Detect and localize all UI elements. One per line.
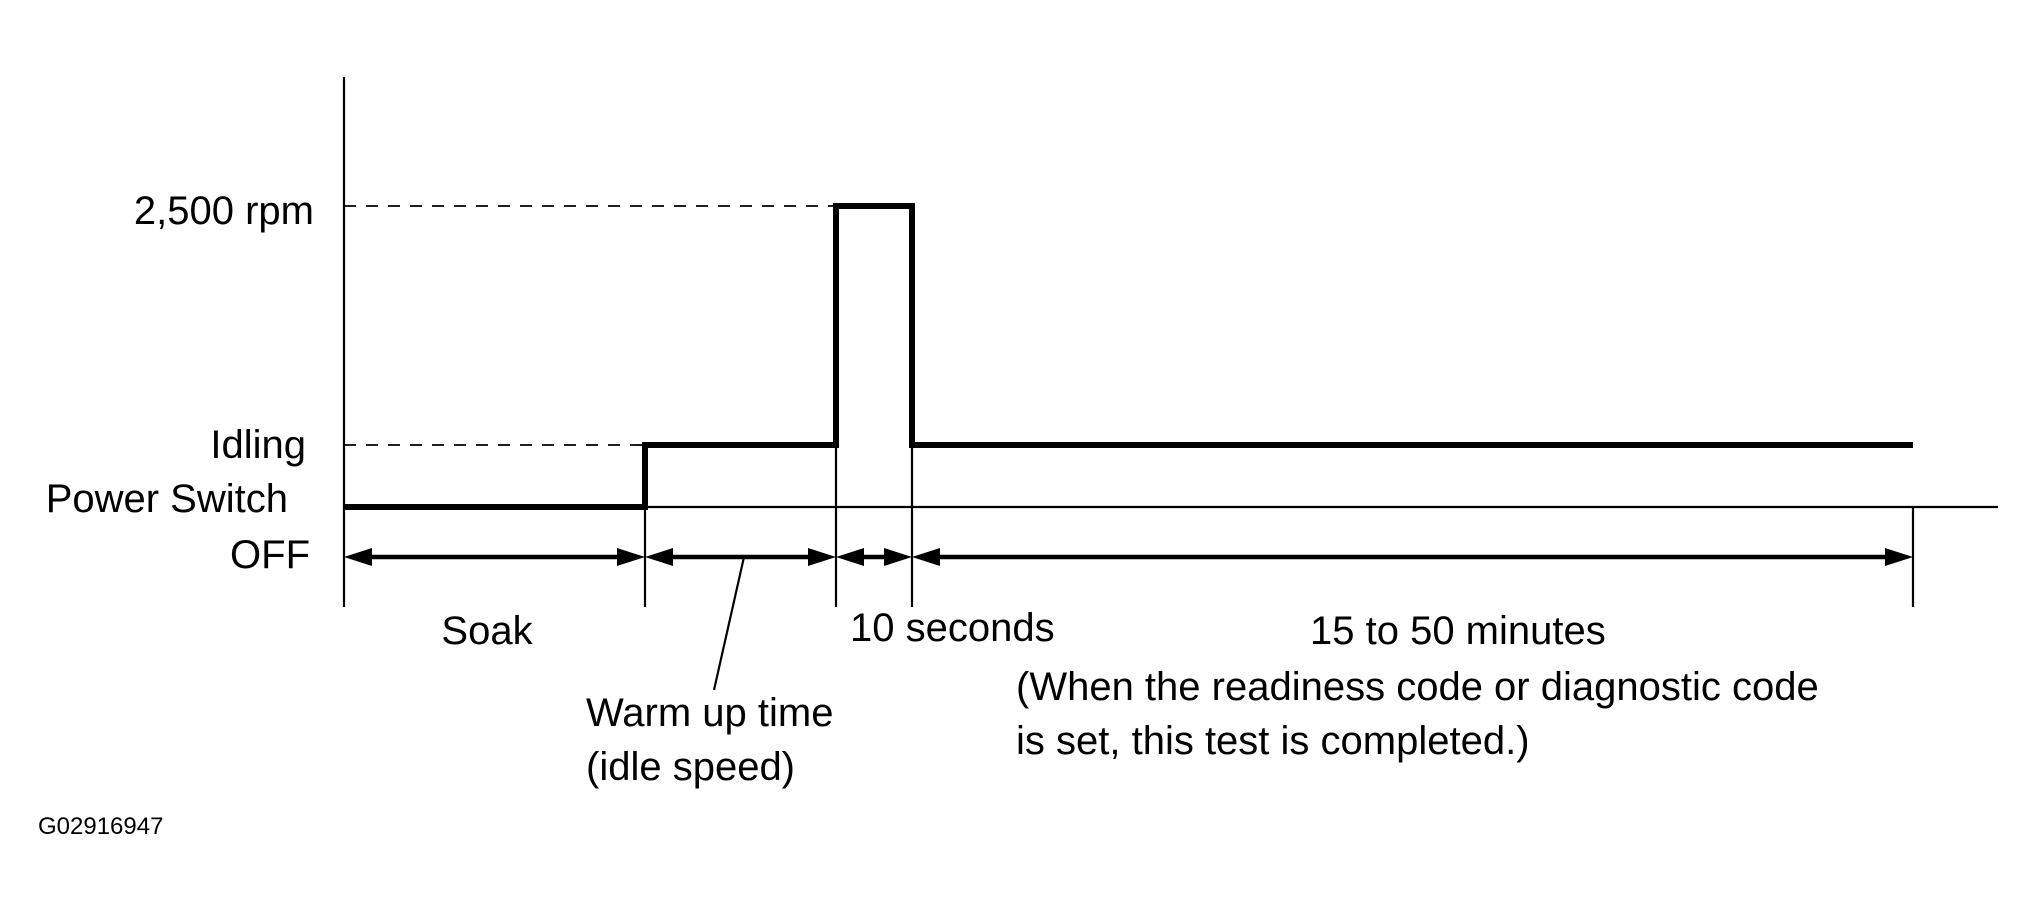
idle-duration-arrow <box>912 548 1913 566</box>
idle-duration-label: 15 to 50 minutes <box>1310 609 1606 653</box>
completion-note-line2: is set, this test is completed.) <box>1016 719 1530 763</box>
warmup-duration-arrow <box>645 548 836 566</box>
completion-note-line1: (When the readiness code or diagnostic c… <box>1016 665 1819 709</box>
warmup-leader-line <box>712 556 746 691</box>
warm-up-label-line2: (idle speed) <box>586 745 795 789</box>
high-rpm-label: 2,500 rpm <box>134 189 314 233</box>
soak-label: Soak <box>441 609 533 653</box>
high-speed-duration-arrow <box>836 548 912 566</box>
high-duration-label: 10 seconds <box>850 606 1055 650</box>
figure-code: G02916947 <box>38 813 163 840</box>
off-label: OFF <box>230 533 310 577</box>
soak-duration-arrow <box>344 548 645 566</box>
engine-speed-waveform <box>344 203 1913 510</box>
idling-label: Idling <box>210 423 306 467</box>
power-switch-label: Power Switch <box>46 477 288 521</box>
warm-up-label-line1: Warm up time <box>586 691 833 735</box>
